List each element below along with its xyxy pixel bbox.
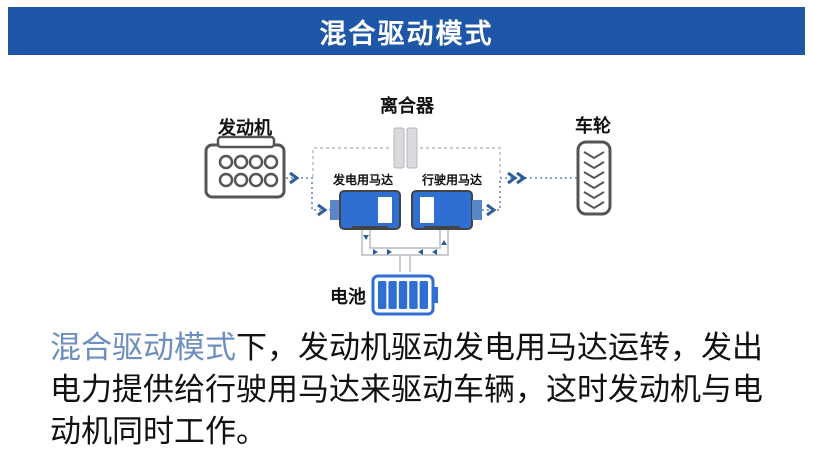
clutch-bypass-path: [312, 147, 501, 177]
battery-cell: [409, 281, 418, 309]
wheel-icon: [576, 140, 612, 216]
traction-motor-icon: [411, 190, 482, 230]
hybrid-drive-diagram: 发动机 离合器 车轮 发电用马达 行驶用马达 电池: [204, 95, 612, 316]
title-banner: 混合驱动模式: [8, 7, 805, 55]
battery-cell: [388, 281, 397, 309]
battery-label: 电池: [330, 286, 366, 308]
motor-to-wheel-flow: [482, 177, 578, 211]
description-text: 混合驱动模式下，发动机驱动发电用马达运转，发出电力提供给行驶用马达来驱动车辆，这…: [50, 327, 770, 453]
description-body: 下，发动机驱动发电用马达运转，发出电力提供给行驶用马达来驱动车辆，这时发动机与电…: [50, 330, 763, 450]
battery-cell: [398, 281, 408, 309]
electric-flow-arrows: [363, 235, 447, 255]
battery-cell: [378, 281, 387, 309]
engine-icon: [204, 135, 286, 199]
battery-cell: [419, 281, 428, 309]
wheel-label: 车轮: [575, 115, 611, 137]
page-title: 混合驱动模式: [319, 18, 494, 50]
clutch-label: 离合器: [380, 95, 435, 117]
flow-arrow: [507, 171, 518, 185]
flow-arrow: [317, 203, 328, 217]
generator-motor-icon: [330, 190, 401, 230]
clutch-icon: [393, 127, 418, 169]
generator-label: 发电用马达: [332, 172, 393, 187]
flow-arrow: [516, 171, 527, 185]
engine-to-generator-flow: [286, 177, 330, 211]
battery-icon: [371, 274, 438, 316]
electric-flow-lines: [361, 230, 449, 272]
flow-arrow: [486, 203, 497, 217]
traction-motor-label: 行驶用马达: [421, 172, 482, 187]
engine-label: 发动机: [217, 117, 272, 139]
flow-arrow: [289, 171, 300, 185]
highlight-term: 混合驱动模式: [50, 330, 236, 366]
